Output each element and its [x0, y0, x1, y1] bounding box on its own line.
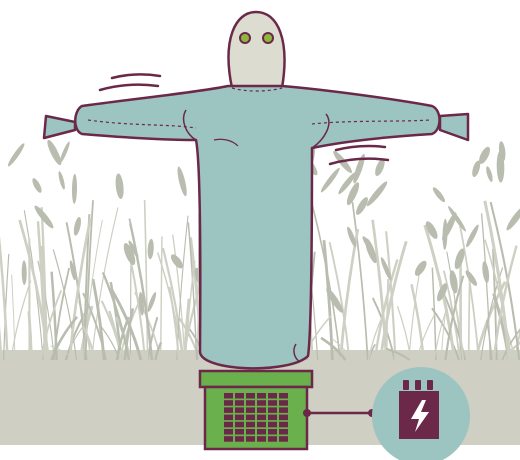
grill-cell	[268, 400, 277, 406]
grass-blade	[380, 241, 406, 360]
grill-cell	[279, 415, 288, 421]
wheat-head	[365, 180, 390, 208]
grill-cell	[246, 422, 255, 428]
wheat-head	[319, 166, 341, 193]
wheat-head	[504, 204, 520, 232]
grill-cell	[246, 429, 255, 435]
wheat-head	[464, 269, 479, 287]
grill-cell	[224, 407, 233, 413]
grass-blade	[24, 210, 43, 360]
wheat-head	[31, 177, 44, 194]
grill-cell	[235, 415, 244, 421]
grill-cell	[279, 436, 288, 442]
grass-blade	[161, 236, 162, 360]
wheat-head	[413, 259, 429, 278]
grill-cell	[235, 429, 244, 435]
wheat-head	[22, 260, 27, 285]
wheat-head	[72, 216, 82, 236]
wheat-head	[147, 239, 154, 260]
box-lid	[200, 371, 312, 387]
left-hand-tie	[44, 116, 75, 138]
grill-cell	[246, 415, 255, 421]
grill-cell	[235, 407, 244, 413]
grill-cell	[235, 436, 244, 442]
grass-blade	[469, 283, 470, 360]
grill-cell	[268, 415, 277, 421]
battery-terminals	[403, 380, 433, 390]
wheat-head	[481, 261, 490, 283]
wheat-head	[442, 219, 447, 250]
right-eye	[263, 33, 273, 43]
grill-cell	[246, 393, 255, 399]
grill-cell	[235, 422, 244, 428]
grill-cell	[224, 422, 233, 428]
wheat-head	[448, 270, 459, 294]
left-eye	[240, 33, 250, 43]
grass-blade	[409, 264, 421, 360]
grill-cell	[268, 422, 277, 428]
grass-blade	[198, 214, 199, 360]
grill-cell	[224, 436, 233, 442]
wheat-head	[146, 291, 157, 312]
grill-cell	[235, 393, 244, 399]
grass-blade	[145, 200, 148, 360]
grill-cell	[268, 429, 277, 435]
grass-blade	[92, 208, 118, 360]
grill-cell	[279, 400, 288, 406]
wheat-head	[6, 142, 26, 168]
grass-blade	[130, 260, 131, 360]
grill-cell	[246, 436, 255, 442]
grill-cell	[224, 400, 233, 406]
grill-cell	[257, 422, 266, 428]
grill-cell	[224, 429, 233, 435]
grill-cell	[235, 400, 244, 406]
right-hand-tie	[440, 114, 468, 140]
wheat-head	[45, 138, 64, 166]
grill-cell	[268, 393, 277, 399]
wheat-head	[431, 186, 447, 204]
grill-cell	[279, 429, 288, 435]
wheat-head	[485, 166, 494, 183]
grill-cell	[279, 422, 288, 428]
grill-cell	[246, 407, 255, 413]
cable-node-box	[303, 409, 311, 417]
grill-cell	[268, 436, 277, 442]
wheat-head	[464, 223, 480, 248]
grill-cell	[224, 415, 233, 421]
grass-blade	[411, 284, 423, 360]
grill-cell	[257, 436, 266, 442]
grill-cell	[257, 400, 266, 406]
grill-cell	[224, 393, 233, 399]
grill-cell	[257, 407, 266, 413]
wheat-head	[32, 204, 55, 231]
head	[229, 12, 285, 88]
grass-blade	[341, 229, 358, 360]
blower-box	[200, 371, 312, 449]
grill-cell	[257, 415, 266, 421]
grill-cell	[257, 393, 266, 399]
grill-cell	[246, 400, 255, 406]
box-body	[205, 387, 307, 449]
wheat-head	[176, 166, 189, 197]
grill-cell	[257, 429, 266, 435]
wheat-head	[114, 173, 124, 199]
wheat-head	[57, 171, 66, 190]
grass-blade	[352, 202, 367, 360]
wheat-head	[72, 174, 78, 204]
grill-cell	[268, 407, 277, 413]
wheat-head	[379, 256, 393, 281]
grill-cell	[279, 393, 288, 399]
grill-cell	[279, 407, 288, 413]
